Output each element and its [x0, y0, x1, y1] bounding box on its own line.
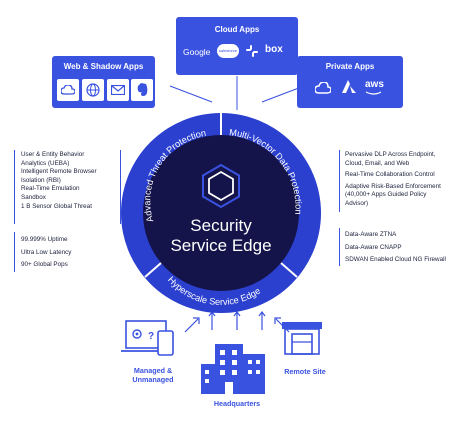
left-divider-1 — [14, 150, 15, 224]
evernote-icon — [131, 79, 153, 101]
feature-text: Ultra Low Latency — [21, 248, 72, 256]
web-shadow-apps-title: Web & Shadow Apps — [63, 62, 144, 71]
web-apps-connector — [169, 85, 213, 103]
feature-text: Sandbox — [21, 193, 46, 201]
svg-text:?: ? — [148, 331, 154, 342]
left-features-group2: 99.999% Uptime Ultra Low Latency 90+ Glo… — [21, 234, 71, 272]
headquarters-building-icon — [201, 344, 265, 394]
feature-text: Advisor) — [345, 199, 369, 207]
aws-smile — [365, 91, 382, 95]
headquarters-label: Headquarters — [213, 399, 261, 408]
salesforce-logo: salesforce — [217, 44, 239, 58]
right-features-group2: Data-Aware ZTNA Data-Aware CNAPP SDWAN E… — [345, 229, 446, 267]
feature-text: 90+ Global Pops — [21, 261, 68, 268]
feature-text: Isolation (RBI) — [21, 176, 61, 184]
globe-icon — [82, 79, 104, 101]
slack-icon — [246, 45, 258, 57]
box-logo: box — [265, 44, 283, 55]
feature-text: (40,000+ Apps Guided Policy — [345, 191, 427, 199]
aws-logo: aws — [365, 79, 384, 90]
cloud-icon — [57, 79, 79, 101]
feature-text: Cloud, Email, and Web — [345, 159, 410, 167]
feature-text: Pervasive DLP Across Endpoint, — [345, 151, 436, 158]
feature-text: User & Entity Behavior — [21, 151, 85, 158]
remote-site-label: Remote Site — [284, 367, 326, 376]
private-apps-box: Private Apps aws — [297, 56, 403, 108]
remote-site-icon — [282, 322, 322, 355]
arrowhead-center-right — [258, 311, 266, 317]
web-shadow-apps-box: Web & Shadow Apps — [52, 56, 155, 108]
feature-text: Adaptive Risk-Based Enforcement — [345, 182, 441, 190]
feature-text: Real-Time Collaboration Control — [345, 171, 435, 179]
managed-unmanaged-label: Managed & Unmanaged — [132, 366, 174, 384]
right-features-group1: Pervasive DLP Across Endpoint, Cloud, Em… — [345, 151, 441, 209]
arrowhead-center — [233, 311, 241, 317]
feature-text: SDWAN Enabled Cloud NG Firewall — [345, 256, 446, 263]
left-features-group1: User & Entity Behavior Analytics (UEBA) … — [21, 151, 97, 211]
feature-text: 99.999% Uptime — [21, 236, 68, 243]
laptop-devices-icon: ? — [121, 320, 174, 356]
center-title-line2: Service Edge — [170, 236, 271, 255]
arrowhead-right — [274, 317, 281, 324]
security-service-edge-ring: Advanced Threat Protection Multi-Vector … — [121, 113, 321, 313]
azure-icon — [342, 80, 356, 93]
feature-text: 1 B Sensor Global Threat — [21, 202, 92, 210]
mail-icon — [107, 79, 129, 101]
feature-text: Data-Aware CNAPP — [345, 243, 402, 251]
cloud-apps-title: Cloud Apps — [214, 25, 260, 34]
left-divider-3 — [120, 150, 121, 224]
arrowhead-left — [193, 317, 200, 324]
feature-text: Analytics (UEBA) — [21, 159, 70, 167]
right-divider-2 — [339, 228, 340, 266]
feature-text: Intelligent Remote Browser — [21, 168, 97, 176]
upward-arrows — [184, 311, 290, 333]
left-divider-2 — [14, 232, 15, 272]
hexagon-logo-icon — [202, 163, 240, 209]
right-divider-1 — [339, 150, 340, 212]
cloud-apps-box: Cloud Apps Google salesforce box — [176, 17, 298, 75]
google-logo: Google — [183, 47, 211, 57]
inner-core — [143, 135, 299, 291]
arrow-left — [184, 318, 199, 333]
private-apps-title: Private Apps — [325, 62, 375, 71]
feature-text: Data-Aware ZTNA — [345, 231, 397, 238]
cloud-icon — [315, 82, 331, 94]
center-title-line1: Security — [190, 216, 252, 235]
feature-text: Real-Time Emulation — [21, 185, 80, 193]
